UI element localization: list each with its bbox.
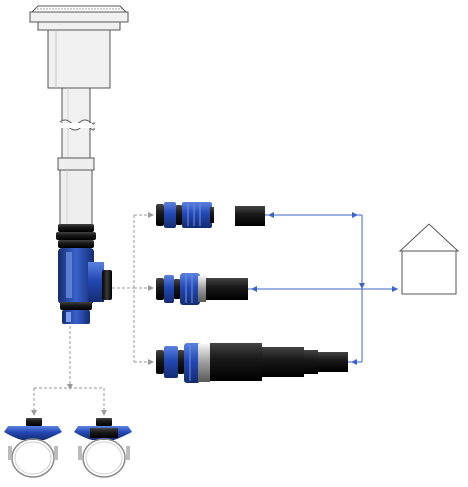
line-arrowheads [251, 212, 398, 365]
arrowheads [31, 212, 154, 416]
arrow-medium-fitting [148, 285, 154, 291]
tapping-saddle-left [4, 418, 62, 478]
tee-fitting [56, 224, 112, 324]
arrow-saddle-right [101, 410, 107, 416]
compression-fitting-small [156, 202, 265, 228]
pipe-large [318, 352, 348, 372]
riser-pipe [57, 87, 95, 227]
compression-fitting-medium [156, 273, 248, 305]
compression-fitting-large [156, 343, 348, 383]
arrow-saddle-left [31, 410, 37, 416]
arrow-large-fitting [148, 359, 154, 365]
house-icon [398, 223, 460, 295]
surface-box [29, 5, 129, 89]
arrow-small-fitting [148, 212, 154, 218]
service-lines [248, 214, 398, 363]
arrow-saddle-branch [67, 384, 73, 390]
pipe-medium [206, 278, 248, 300]
pipe-small [235, 206, 265, 226]
tapping-saddle-right [74, 418, 132, 478]
